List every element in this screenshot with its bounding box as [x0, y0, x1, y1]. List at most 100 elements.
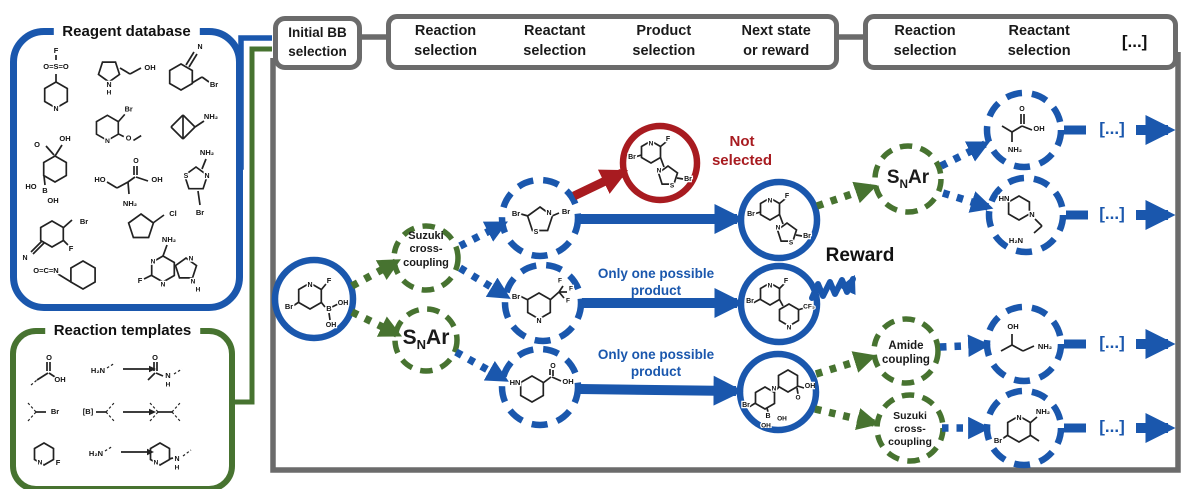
- header-ellipsis: [...]: [1121, 32, 1148, 51]
- svg-text:H: H: [107, 90, 112, 95]
- svg-text:H: H: [175, 465, 180, 472]
- svg-text:Br: Br: [562, 207, 570, 216]
- svg-text:O: O: [46, 353, 52, 362]
- svg-text:F: F: [566, 298, 570, 305]
- svg-text:NH₂: NH₂: [200, 148, 214, 157]
- templates-connector: [224, 46, 272, 405]
- svg-text:F: F: [69, 244, 74, 253]
- arrow-init-to-snar1: [350, 308, 403, 338]
- svg-text:H: H: [166, 382, 171, 389]
- template-suzuki-coupling: Br[B]: [22, 392, 208, 432]
- svg-text:O: O: [126, 133, 132, 142]
- svg-text:N: N: [768, 283, 773, 290]
- svg-text:Br: Br: [210, 80, 218, 89]
- svg-text:S: S: [789, 240, 794, 247]
- svg-text:OH: OH: [54, 375, 65, 384]
- svg-text:N: N: [768, 198, 773, 205]
- svg-text:OH: OH: [777, 416, 787, 423]
- svg-text:S: S: [184, 173, 189, 180]
- svg-text:Br: Br: [285, 302, 293, 311]
- svg-text:N: N: [787, 325, 792, 332]
- arrow-snar2-to-alanine: [939, 140, 991, 170]
- svg-text:F: F: [327, 276, 332, 285]
- circle-initial-bb: [271, 256, 357, 342]
- flow-ellipsis-2: [...]: [1099, 204, 1125, 223]
- svg-text:H₂N: H₂N: [89, 449, 103, 458]
- svg-text:N: N: [776, 225, 781, 232]
- circle-reactant-dibromothiazole: [498, 176, 582, 260]
- arrow-state3-to-suzuki2: [814, 405, 880, 431]
- svg-text:HO: HO: [94, 175, 105, 184]
- svg-text:Br: Br: [125, 104, 133, 113]
- svg-text:OH: OH: [144, 63, 155, 72]
- node-snar-2: [872, 143, 944, 215]
- svg-text:OH: OH: [761, 423, 771, 428]
- svg-text:O=C=N: O=C=N: [33, 266, 58, 275]
- reagent-database-title: Reagent database: [53, 23, 200, 40]
- svg-text:O: O: [1019, 106, 1025, 113]
- svg-text:N: N: [154, 460, 159, 467]
- svg-text:N: N: [106, 82, 111, 89]
- svg-text:B: B: [765, 413, 770, 420]
- svg-text:B: B: [42, 186, 48, 195]
- svg-text:N: N: [204, 173, 209, 180]
- flow-ellipsis-1: [...]: [1099, 119, 1125, 138]
- arrow-reward-squiggle: [809, 274, 856, 301]
- svg-text:OH: OH: [338, 300, 349, 307]
- svg-text:S: S: [670, 183, 675, 190]
- svg-text:OH: OH: [1007, 322, 1018, 331]
- svg-text:N: N: [657, 168, 662, 175]
- svg-text:O=S=O: O=S=O: [43, 62, 69, 71]
- svg-text:N: N: [105, 138, 110, 145]
- episode-frame: [270, 52, 1181, 473]
- circle-reactant-cf3-pyridine: [501, 261, 585, 345]
- svg-text:F: F: [54, 46, 59, 55]
- svg-text:NH₂: NH₂: [1036, 407, 1050, 416]
- svg-text:N: N: [191, 279, 196, 286]
- svg-text:H: H: [196, 287, 201, 294]
- arrow-state3-to-amide: [814, 351, 877, 378]
- molecule-aminobromothiazole: NH₂ S N Br: [171, 145, 223, 219]
- svg-text:N: N: [151, 259, 156, 266]
- molecule-chloromethylcyclopentane: Cl: [115, 201, 185, 247]
- header-initial-bb-selection: Initial BB selection: [273, 16, 362, 70]
- svg-text:Br: Br: [684, 176, 692, 183]
- svg-text:CF₃: CF₃: [803, 304, 815, 311]
- svg-text:Cl: Cl: [169, 209, 177, 218]
- node-suzuki-1: [391, 223, 461, 293]
- svg-text:F: F: [785, 193, 790, 200]
- svg-text:HN: HN: [510, 378, 521, 387]
- svg-text:S: S: [534, 229, 539, 236]
- svg-text:Br: Br: [196, 208, 204, 217]
- svg-text:F: F: [666, 136, 671, 143]
- svg-text:N: N: [38, 460, 43, 467]
- svg-text:N: N: [189, 256, 194, 263]
- svg-text:F: F: [558, 278, 562, 285]
- svg-text:N: N: [174, 456, 179, 463]
- circle-reactant-alanine: [983, 89, 1065, 171]
- svg-text:OH: OH: [47, 196, 58, 203]
- svg-text:HO: HO: [25, 182, 36, 191]
- svg-text:N: N: [22, 255, 27, 262]
- svg-text:N: N: [53, 106, 58, 113]
- svg-text:N: N: [1016, 415, 1021, 422]
